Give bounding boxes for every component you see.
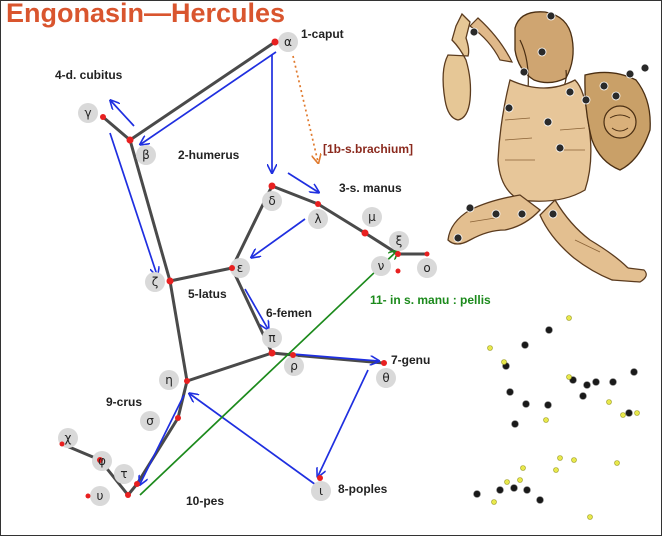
star-mu: μ: [368, 210, 376, 224]
star-xi: ξ: [396, 234, 403, 248]
star-phi: φ: [98, 454, 106, 468]
arrow-theta-to-iota: [318, 370, 368, 476]
label-pellis: 11- in s. manu : pellis: [370, 293, 491, 307]
star-sigma: σ: [146, 414, 154, 428]
label-genu: 7-genu: [391, 353, 430, 367]
star-eta: η: [165, 373, 173, 387]
label-poples: 8-poples: [338, 482, 388, 496]
star-gamma: γ: [84, 106, 91, 120]
label-manus: 3-s. manus: [339, 181, 402, 195]
star-zeta: ζ: [152, 275, 159, 289]
star-pi: π: [268, 331, 275, 345]
star-tau: τ: [120, 467, 127, 481]
star-rho: ρ: [290, 359, 298, 373]
arrow-iota-to-eta: [190, 394, 316, 485]
star-upsilon: υ: [97, 489, 104, 503]
label-caput: 1-caput: [301, 27, 344, 41]
star-lambda: λ: [314, 212, 321, 226]
arrow-eta-to-upsilon: [140, 395, 184, 484]
star-field-image: [474, 316, 640, 520]
arrow-delta-to-manus: [288, 173, 318, 192]
line-alpha-beta-gamma: [103, 42, 275, 140]
label-crus: 9-crus: [106, 395, 142, 409]
star-iota: ι: [319, 484, 323, 498]
arrow-beta-to-gamma: [111, 101, 134, 126]
label-femen: 6-femen: [266, 306, 312, 320]
star-delta: δ: [268, 194, 275, 208]
label-latus: 5-latus: [188, 287, 227, 301]
label-humerus: 2-humerus: [178, 148, 240, 162]
star-beta: β: [142, 148, 150, 162]
star-chi: χ: [65, 431, 72, 445]
hercules-figure-image: [443, 12, 650, 282]
star-epsilon: ε: [237, 261, 244, 275]
star-omicron: ο: [423, 261, 430, 275]
arrow-pes-to-pellis: [140, 251, 397, 495]
arrow-lambda-to-epsilon: [252, 219, 305, 257]
label-pes: 10-pes: [186, 494, 224, 508]
star-nu: ν: [378, 259, 385, 273]
label-brachium: [1b-s.brachium]: [323, 142, 413, 156]
line-beta-zeta-epsilon-pi-eta: [130, 140, 272, 381]
star-theta: θ: [382, 371, 389, 385]
arrow-caput-to-brachium: [293, 56, 318, 162]
arrow-caput-to-beta: [141, 52, 276, 144]
star-alpha: α: [284, 35, 292, 49]
label-cubitus: 4-d. cubitus: [55, 68, 123, 82]
